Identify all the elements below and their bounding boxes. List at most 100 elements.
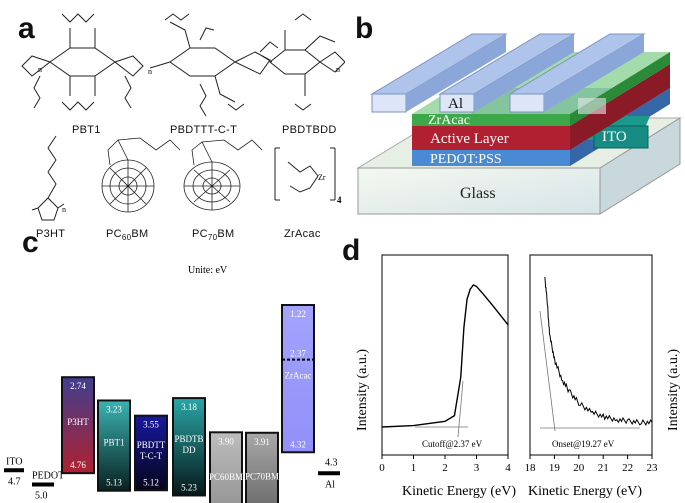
zracac-label: ZrAcac (428, 113, 470, 128)
lumo-value-6: 1.22 (290, 309, 306, 319)
energy-bar-6 (281, 304, 315, 454)
pbt1-structure (21, 13, 144, 111)
bar-name-1-0: PBT1 (103, 438, 124, 448)
homo-value-2: 5.12 (143, 477, 159, 487)
right-ylabel: Intensity (a.u.) (666, 349, 681, 431)
bar-name-3-0: PBDTB (174, 434, 203, 444)
panel-label-b: b (355, 12, 374, 45)
label-pbdttt: PBDTTT-C-T (170, 124, 238, 136)
glass-label: Glass (460, 185, 496, 202)
homo-value-3: 5.23 (181, 482, 197, 492)
pc60bm-structure (101, 137, 181, 213)
pbdtbdd-structure (261, 13, 345, 111)
pedot-label: PEDOT:PSS (430, 152, 502, 167)
bar-name-0-0: P3HT (67, 417, 89, 427)
lumo-value-0: 2.74 (70, 381, 86, 391)
left-tick-label-1: 1 (411, 462, 417, 474)
lumo-value-4: 3.90 (218, 436, 234, 446)
right-tick-label-1: 19 (549, 462, 561, 474)
label-pc70bm: PC70BM (192, 228, 235, 243)
energy-bar-1 (97, 399, 131, 492)
bar-name-3-1: DD (183, 445, 196, 455)
left-tick-label-2: 2 (442, 462, 448, 474)
panel-label-d: d (342, 234, 361, 267)
label-pbdtbdd: PBDTBDD (282, 124, 337, 136)
panel-a-structures: n n n n Zr 4 (21, 13, 345, 221)
panel-label-c: c (22, 226, 39, 259)
pbdttt-structure (149, 13, 279, 117)
left-ylabel: Intensity (a.u.) (355, 349, 370, 431)
bar-name-5-0: PC70BM (245, 471, 279, 481)
pedot-value: 5.0 (35, 491, 48, 502)
homo-value-6: 4.32 (290, 439, 306, 449)
al-stripes (370, 33, 646, 113)
cutoff-tangent (457, 380, 464, 438)
left-tick-label-3: 3 (474, 462, 480, 474)
pbt1-n: n (38, 65, 42, 74)
energy-bar-5 (245, 431, 279, 503)
ito-block (593, 125, 649, 149)
left-tick-label-4: 4 (505, 462, 511, 474)
pbdtbdd-n: n (336, 65, 340, 74)
right-tick-label-4: 22 (622, 462, 633, 474)
right-tick-label-0: 18 (525, 462, 537, 474)
al-value: 4.3 (325, 457, 338, 468)
p3ht-n: n (62, 205, 66, 214)
panel-b-device: Al ZrAcac Active Layer ITO PEDOT:PSS Gla… (356, 33, 682, 215)
active-side (570, 64, 670, 150)
panel-label-a: a (18, 12, 35, 45)
energy-bar-2 (134, 414, 168, 492)
label-p3ht: P3HT (36, 228, 66, 240)
zracac-subscript: 4 (337, 195, 342, 205)
ito-label: ITO (602, 129, 627, 145)
pbdttt-n: n (148, 67, 152, 76)
units-label: Unite: eV (188, 265, 228, 276)
pedot-name: PEDOT (32, 471, 64, 482)
panel-c-energy-diagram: Unite: eV ITO 4.7 PEDOT 5.0 Al 4.3 2.74 4… (4, 265, 340, 503)
active-front (412, 126, 570, 150)
label-zracac: ZrAcac (284, 228, 321, 240)
right-tick-label-3: 21 (598, 462, 609, 474)
al-name: Al (325, 479, 335, 490)
bar-name-6-0: ZrAcac (285, 371, 312, 381)
p3ht-structure (31, 135, 65, 221)
zracac-mid-value: 2.37 (290, 349, 306, 359)
cutoff-curve (381, 284, 509, 428)
onset-annotation: Onset@19.27 eV (552, 439, 615, 449)
pedot-front (412, 150, 570, 166)
homo-value-1: 5.13 (106, 478, 122, 488)
homo-value-0: 4.76 (70, 460, 86, 470)
lumo-value-2: 3.55 (143, 420, 159, 430)
cutoff-annotation: Cutoff@2.37 eV (422, 439, 483, 449)
zracac-structure (274, 147, 336, 201)
zracac-front (412, 114, 570, 126)
pc70bm-structure (183, 139, 263, 211)
ito-value: 4.7 (8, 476, 21, 487)
energy-bar-3 (172, 397, 206, 497)
right-xlabel: Kinetic Energy (eV) (528, 484, 642, 499)
bar-name-2-1: T-C-T (140, 451, 163, 461)
bar-name-2-0: PBDTT (137, 440, 166, 450)
ito-name: ITO (6, 456, 22, 467)
zr-atom-label: Zr (318, 173, 326, 182)
left-plot-frame (381, 254, 509, 456)
right-tick-label-2: 20 (573, 462, 585, 474)
al-label: Al (448, 96, 463, 112)
left-tick-label-0: 0 (379, 462, 385, 474)
glass-front (357, 167, 601, 215)
energy-bar-4 (209, 431, 243, 503)
energy-bar-0 (61, 376, 95, 475)
bar-name-4-0: PC60BM (209, 472, 243, 482)
active-layer-label: Active Layer (430, 131, 509, 147)
lumo-value-5: 3.91 (254, 437, 270, 447)
right-plot-frame (529, 254, 653, 456)
lumo-value-1: 3.23 (106, 404, 122, 414)
label-pc60bm: PC60BM (106, 228, 149, 243)
left-xlabel: Kinetic Energy (eV) (402, 484, 516, 499)
right-tick-label-5: 23 (647, 462, 659, 474)
onset-curve (544, 276, 653, 426)
lumo-value-3: 3.18 (181, 402, 197, 412)
onset-tangent (539, 310, 556, 432)
glass-side (599, 117, 681, 215)
